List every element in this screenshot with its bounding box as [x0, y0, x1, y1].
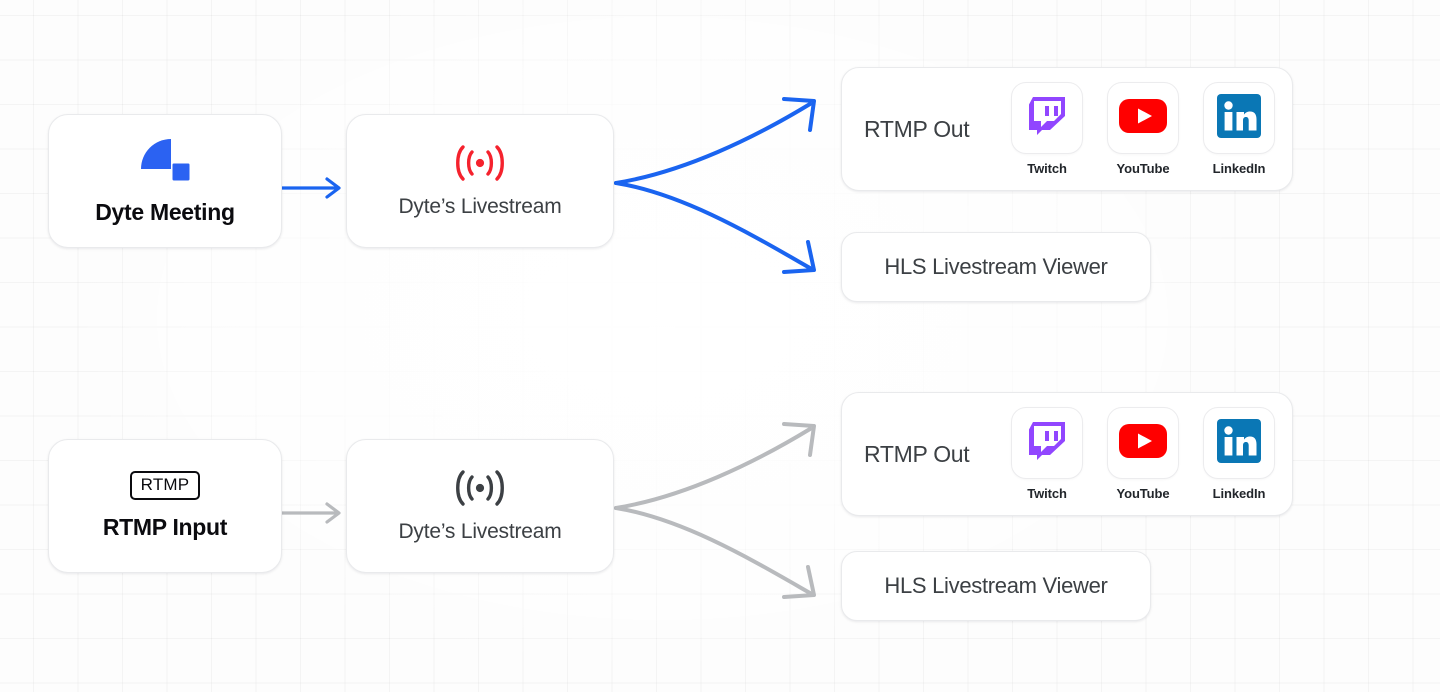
edge-livestream2-to-rtmpout [614, 422, 816, 510]
node-label: Dyte Meeting [95, 198, 235, 225]
platform-twitch[interactable]: Twitch [1011, 407, 1083, 501]
rtmp-badge: RTMP [129, 471, 201, 500]
platform-name: LinkedIn [1212, 486, 1266, 501]
edge-livestream-to-rtmpout [614, 97, 816, 185]
node-rtmp-out-2[interactable]: RTMP Out Twitch [841, 392, 1293, 516]
platform-name: LinkedIn [1212, 161, 1266, 176]
platform-list: Twitch YouTube [1011, 407, 1275, 501]
broadcast-icon [451, 468, 509, 508]
broadcast-icon [451, 143, 509, 183]
platform-linkedin[interactable]: LinkedIn [1203, 82, 1275, 176]
linkedin-icon [1217, 93, 1261, 143]
dyte-logo-icon [139, 137, 191, 185]
rtmp-out-title: RTMP Out [864, 440, 970, 467]
node-hls-viewer-2[interactable]: HLS Livestream Viewer [841, 551, 1151, 621]
node-label: RTMP Input [102, 513, 228, 540]
youtube-icon [1119, 98, 1167, 138]
twitch-tile[interactable] [1011, 407, 1083, 479]
youtube-tile[interactable] [1107, 407, 1179, 479]
twitch-tile[interactable] [1011, 82, 1083, 154]
node-label: HLS Livestream Viewer [884, 254, 1108, 279]
youtube-tile[interactable] [1107, 82, 1179, 154]
platform-youtube[interactable]: YouTube [1107, 82, 1179, 176]
twitch-icon [1027, 95, 1067, 142]
youtube-icon [1119, 423, 1167, 463]
node-label: Dyte’s Livestream [398, 195, 562, 218]
node-label: Dyte’s Livestream [398, 520, 562, 543]
rtmp-out-title: RTMP Out [864, 115, 970, 142]
linkedin-icon [1217, 418, 1261, 468]
platform-name: YouTube [1116, 161, 1170, 176]
edge-rtmpinput-to-livestream [280, 502, 341, 524]
node-rtmp-input[interactable]: RTMP RTMP Input [48, 439, 282, 573]
node-dyte-meeting[interactable]: Dyte Meeting [48, 114, 282, 248]
twitch-icon [1027, 420, 1067, 467]
node-hls-viewer-1[interactable]: HLS Livestream Viewer [841, 232, 1151, 302]
linkedin-tile[interactable] [1203, 407, 1275, 479]
platform-twitch[interactable]: Twitch [1011, 82, 1083, 176]
edge-meeting-to-livestream [280, 177, 341, 199]
node-rtmp-out-1[interactable]: RTMP Out Twitch [841, 67, 1293, 191]
node-label: HLS Livestream Viewer [884, 573, 1108, 598]
platform-name: Twitch [1027, 161, 1067, 176]
node-dyte-livestream-2[interactable]: Dyte’s Livestream [346, 439, 614, 573]
edge-livestream-to-hls [614, 181, 816, 274]
platform-list: Twitch YouTube [1011, 82, 1275, 176]
linkedin-tile[interactable] [1203, 82, 1275, 154]
platform-youtube[interactable]: YouTube [1107, 407, 1179, 501]
platform-name: YouTube [1116, 486, 1170, 501]
node-dyte-livestream-1[interactable]: Dyte’s Livestream [346, 114, 614, 248]
platform-name: Twitch [1027, 486, 1067, 501]
platform-linkedin[interactable]: LinkedIn [1203, 407, 1275, 501]
edge-livestream2-to-hls [614, 506, 816, 599]
